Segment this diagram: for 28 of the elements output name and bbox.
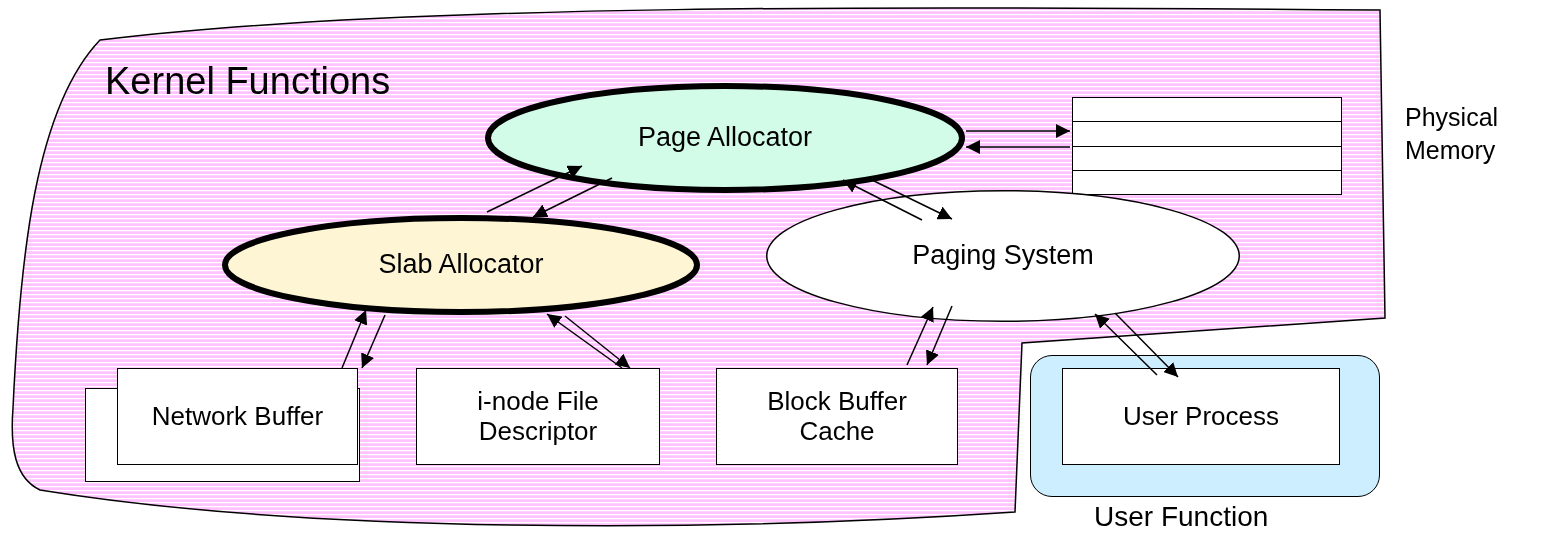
node-label: Page Allocator: [636, 123, 814, 153]
arrow: [965, 124, 1071, 138]
arrow: [341, 309, 368, 369]
arrow: [871, 179, 953, 220]
arrow: [546, 313, 623, 369]
box-label: Network Buffer: [150, 401, 325, 432]
box-label: User Process: [1121, 401, 1280, 432]
box-label: Block Buffer Cache: [766, 386, 908, 447]
arrow: [906, 306, 934, 366]
arrow: [965, 140, 1071, 154]
arrow: [361, 314, 386, 369]
arrow: [1094, 313, 1158, 376]
arrow: [486, 165, 583, 213]
arrow: [842, 179, 923, 221]
node-label: Slab Allocator: [377, 250, 545, 280]
memory-label: Physical Memory: [1405, 102, 1500, 166]
process-box: [416, 368, 660, 465]
region-title: Kernel Functions: [105, 60, 391, 103]
arrow: [532, 177, 613, 218]
process-box: [716, 368, 958, 465]
process-box: [1062, 368, 1340, 465]
arrow: [1114, 312, 1179, 378]
process-box: [117, 368, 358, 465]
box-label: i-node File Descriptor: [476, 386, 600, 447]
arrow: [926, 305, 953, 366]
node-label: Paging System: [911, 241, 1095, 271]
region-title: User Function: [1094, 501, 1269, 533]
arrow: [564, 315, 631, 369]
